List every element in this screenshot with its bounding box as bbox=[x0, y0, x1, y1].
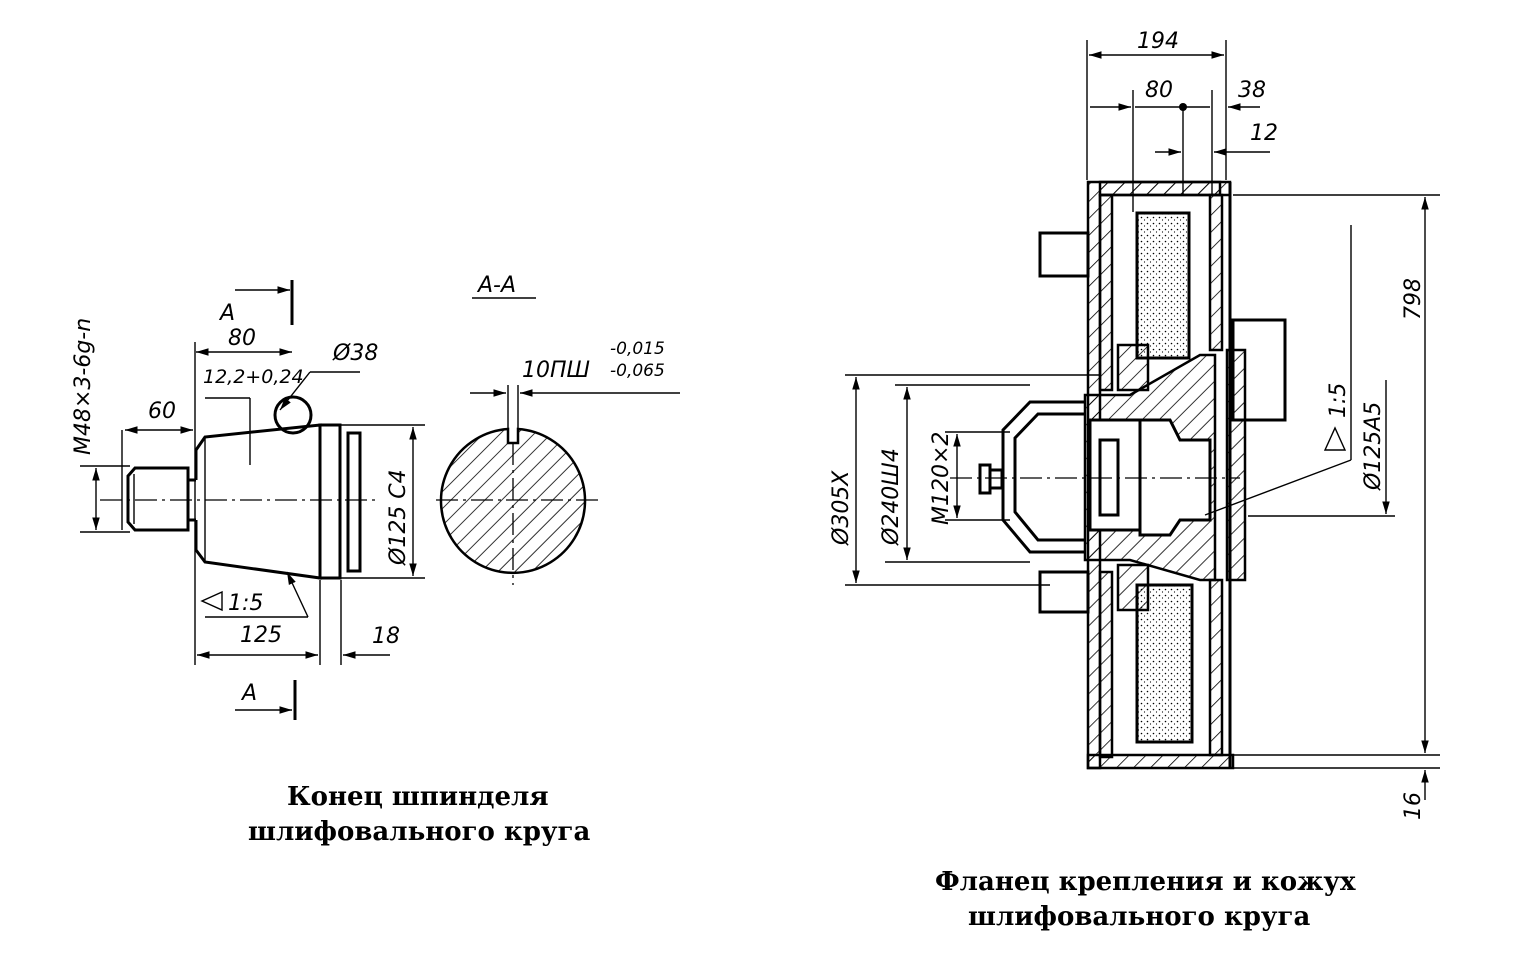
taper-cone bbox=[194, 423, 322, 580]
spindle-end-drawing: A A 80 12,2+0,24 Ø38 60 M48×3-6g-n Ø125 … bbox=[71, 273, 680, 847]
dim-keyway-tol-lower: -0,065 bbox=[610, 361, 665, 381]
dim-38-right: 38 bbox=[1238, 78, 1266, 103]
dim-dia-305: Ø305X bbox=[829, 470, 854, 546]
dim-125: 125 bbox=[240, 623, 282, 648]
section-title: A-A bbox=[476, 273, 516, 298]
dim-dia-38: Ø38 bbox=[332, 341, 378, 366]
dim-dia-125-right: Ø125A5 bbox=[1361, 402, 1386, 491]
dim-dia-240: Ø240Ш4 bbox=[879, 448, 904, 546]
grinding-wheel-top bbox=[1135, 211, 1191, 360]
section-mark-bottom: A bbox=[240, 681, 257, 706]
caption-right-line2: шлифовального круга bbox=[968, 902, 1310, 932]
dim-keyway-tol-upper: -0,015 bbox=[610, 339, 665, 359]
shaft-section bbox=[439, 427, 587, 574]
dim-keyway: 10ПШ bbox=[522, 358, 590, 383]
dim-12-right: 12 bbox=[1250, 121, 1278, 146]
dim-dia-125: Ø125 C4 bbox=[386, 469, 411, 566]
dim-m120: M120×2 bbox=[929, 432, 954, 525]
caption-left-line2: шлифовального круга bbox=[248, 817, 590, 847]
section-mark-top: A bbox=[218, 301, 235, 326]
taper-symbol-right-icon bbox=[1323, 426, 1347, 451]
key-circle bbox=[273, 395, 313, 435]
caption-left-line1: Конец шпинделя bbox=[287, 782, 549, 812]
dim-80-right: 80 bbox=[1145, 78, 1173, 103]
dim-thread: M48×3-6g-n bbox=[71, 318, 96, 455]
caption-right-line1: Фланец крепления и кожух bbox=[935, 867, 1356, 897]
dim-798: 798 bbox=[1401, 278, 1426, 320]
dim-60: 60 bbox=[148, 399, 176, 424]
flange-guard-drawing: 194 80 38 12 Ø305X Ø240Ш4 M120×2 Ø125A5 … bbox=[829, 29, 1440, 932]
thread-part bbox=[126, 466, 190, 532]
dim-80: 80 bbox=[228, 326, 256, 351]
dim-16: 16 bbox=[1401, 792, 1426, 820]
dim-18: 18 bbox=[372, 624, 400, 649]
dim-194: 194 bbox=[1137, 29, 1179, 54]
dim-taper: 1:5 bbox=[228, 591, 263, 616]
dim-12-2: 12,2+0,24 bbox=[203, 366, 304, 388]
dim-taper-right: 1:5 bbox=[1326, 383, 1351, 418]
taper-symbol-icon bbox=[200, 590, 223, 612]
